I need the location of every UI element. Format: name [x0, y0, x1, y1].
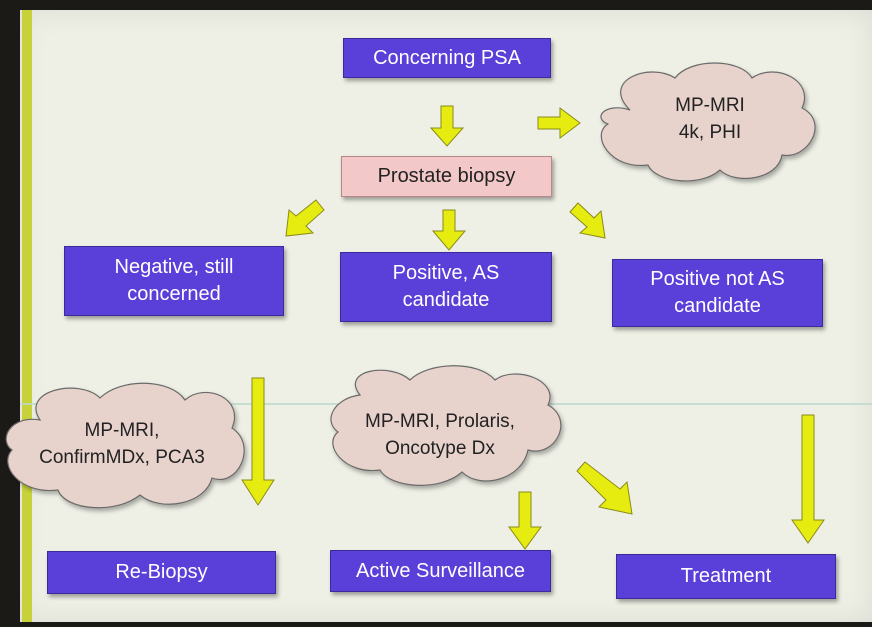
- cloud-top-line2: 4k, PHI: [678, 122, 742, 143]
- arrow-cloud-to-surveillance: [508, 491, 542, 550]
- cloud-middle-line1: MP-MRI, Prolaris,: [365, 411, 515, 433]
- arrow-biopsy-to-positive-as: [431, 209, 467, 251]
- positive-not-as-label-line2: candidate: [674, 295, 761, 317]
- cloud-left-line2: ConfirmMDx, PCA3: [39, 447, 205, 468]
- re-biopsy-box: Re-Biopsy: [47, 551, 276, 594]
- positive-as-label-line1: Positive, AS: [392, 262, 500, 284]
- cloud-top: [600, 62, 816, 182]
- arrow-positive-not-as-to-treatment: [791, 414, 825, 544]
- arrow-negative-to-rebiopsy: [241, 377, 275, 506]
- cloud-middle-line2: Oncotype Dx: [385, 438, 495, 459]
- positive-not-as-candidate-box: Positive not AS candidate: [612, 259, 823, 327]
- negative-label-line1: Negative, still: [114, 256, 234, 278]
- cloud-middle-text: MP-MRI, Prolaris, Oncotype Dx: [340, 405, 540, 467]
- arrow-biopsy-to-negative: [285, 199, 325, 237]
- cloud-left: [5, 382, 245, 509]
- slide-edge-bar: [22, 10, 32, 622]
- cloud-top-line1: MP-MRI: [675, 95, 745, 117]
- treatment-box: Treatment: [616, 554, 836, 599]
- arrow-psa-to-biopsy: [429, 105, 465, 147]
- treatment-label: Treatment: [680, 565, 772, 587]
- concerning-psa-label: Concerning PSA: [373, 46, 521, 69]
- cloud-top-text: MP-MRI 4k, PHI: [620, 90, 800, 150]
- negative-still-concerned-box: Negative, still concerned: [64, 246, 284, 316]
- cloud-left-line1: MP-MRI,: [84, 420, 160, 442]
- prostate-biopsy-label: Prostate biopsy: [377, 165, 516, 187]
- cloud-middle: [330, 365, 562, 486]
- cloud-left-text: MP-MRI, ConfirmMDx, PCA3: [2, 415, 242, 475]
- prostate-biopsy-box: Prostate biopsy: [341, 156, 552, 197]
- positive-not-as-label-line1: Positive not AS: [650, 268, 785, 290]
- arrow-biopsy-to-positive-not-as: [569, 202, 606, 239]
- active-surveillance-label: Active Surveillance: [356, 559, 525, 582]
- positive-as-candidate-box: Positive, AS candidate: [340, 252, 552, 322]
- arrow-cloud-to-treatment: [576, 461, 633, 515]
- active-surveillance-box: Active Surveillance: [330, 550, 551, 592]
- positive-as-label-line2: candidate: [402, 289, 490, 311]
- arrow-psa-to-cloud: [537, 107, 581, 139]
- concerning-psa-box: Concerning PSA: [343, 38, 551, 78]
- re-biopsy-label: Re-Biopsy: [115, 561, 208, 583]
- negative-label-line2: concerned: [127, 283, 221, 305]
